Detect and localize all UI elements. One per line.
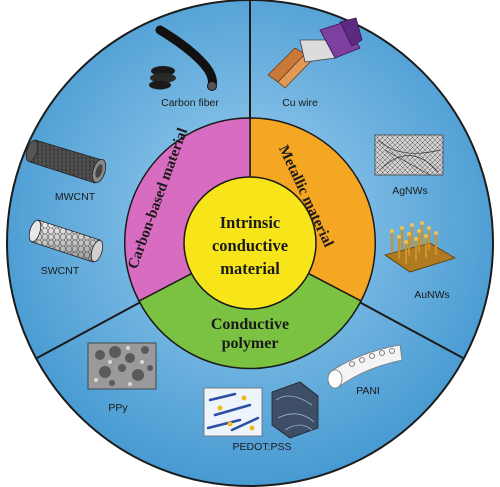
swcnt-label: SWCNT [41,265,80,277]
pedot-pss-illustration [203,381,319,439]
swcnt-illustration [28,219,104,263]
cu-wire-illustration [267,17,363,89]
pani-label: PANI [356,385,380,397]
pani-illustration [327,344,403,389]
agnws-label: AgNWs [392,185,428,197]
ppy-illustration [87,342,157,390]
cu-wire-label: Cu wire [282,97,318,109]
center-line-2: conductive [212,236,288,255]
agnws-illustration [374,134,444,176]
polymer-label-line-1: Conductive [211,316,289,333]
carbon-fiber-illustration [149,25,217,91]
aunws-illustration [384,221,456,273]
mwcnt-illustration [25,139,107,184]
pedot-pss-label: PEDOT:PSS [233,441,292,453]
polymer-label-line-2: polymer [222,335,279,352]
aunws-label: AuNWs [414,289,450,301]
carbon-fiber-label: Carbon fiber [161,97,219,109]
watermark: 头条 @桑智栓 [418,462,494,477]
ppy-label: PPy [108,402,128,414]
center-circle [183,176,317,310]
center-line-1: Intrinsic [220,213,281,232]
center-line-3: material [220,259,280,278]
mwcnt-label: MWCNT [55,191,96,203]
